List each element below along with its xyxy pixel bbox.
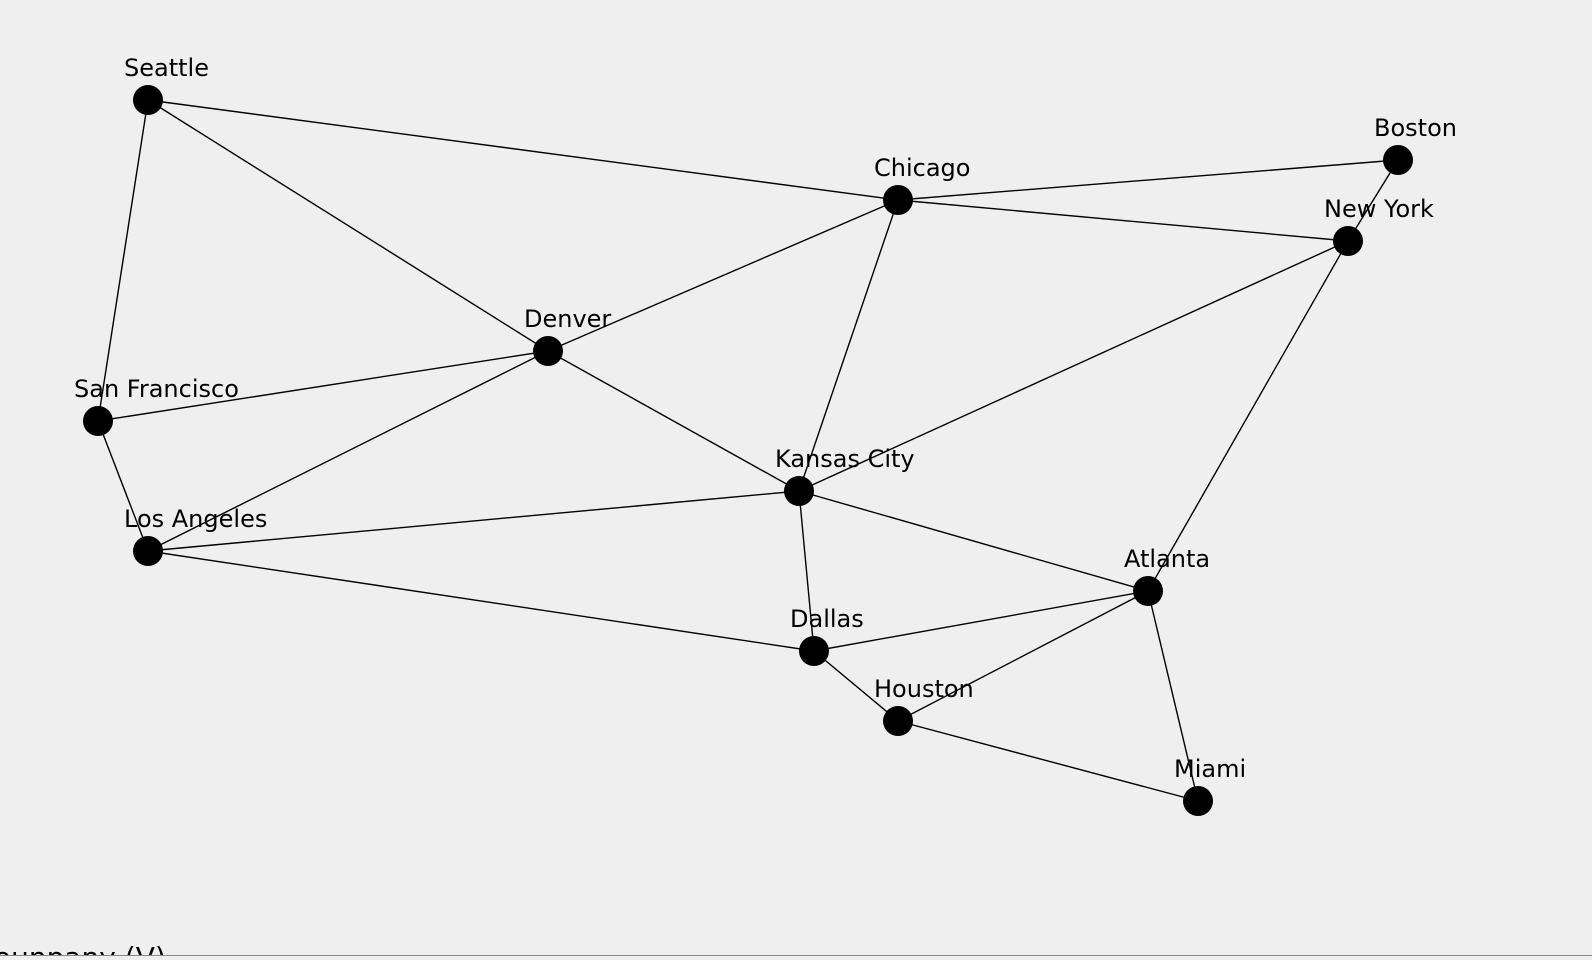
node-kansas-city[interactable] [784, 476, 814, 506]
node-miami[interactable] [1183, 786, 1213, 816]
node-dallas[interactable] [799, 636, 829, 666]
edge-houston-atlanta [897, 590, 1149, 722]
label-houston: Houston [874, 675, 974, 703]
edge-dallas-houston [813, 650, 899, 722]
edge-boston-new-york [1347, 159, 1399, 242]
node-san-francisco[interactable] [83, 406, 113, 436]
edge-dallas-atlanta [813, 590, 1149, 652]
edge-chicago-kansas-city [798, 199, 899, 492]
edge-san-francisco-los-angeles [97, 420, 149, 552]
label-kansas-city: Kansas City [775, 445, 915, 473]
label-new-york: New York [1324, 195, 1434, 223]
edge-chicago-new-york [897, 199, 1349, 242]
edge-atlanta-miami [1147, 590, 1199, 802]
node-boston[interactable] [1383, 145, 1413, 175]
edge-seattle-san-francisco [97, 99, 149, 422]
node-denver[interactable] [533, 336, 563, 366]
label-san-francisco: San Francisco [74, 375, 239, 403]
label-boston: Boston [1374, 114, 1457, 142]
edge-chicago-boston [897, 159, 1399, 201]
node-los-angeles[interactable] [133, 536, 163, 566]
node-seattle[interactable] [133, 85, 163, 115]
edge-san-francisco-denver [97, 350, 549, 422]
edge-new-york-atlanta [1147, 240, 1349, 592]
edge-los-angeles-denver [147, 350, 549, 552]
label-los-angeles: Los Angeles [124, 505, 267, 533]
label-seattle: Seattle [124, 54, 209, 82]
label-atlanta: Atlanta [1124, 545, 1210, 573]
edge-kansas-city-dallas [798, 490, 815, 652]
edge-denver-kansas-city [547, 350, 800, 492]
bottom-divider [0, 955, 1592, 956]
label-miami: Miami [1174, 755, 1246, 783]
edge-houston-miami [897, 720, 1199, 802]
node-atlanta[interactable] [1133, 576, 1163, 606]
node-houston[interactable] [883, 706, 913, 736]
edge-seattle-chicago [147, 99, 899, 201]
edge-kansas-city-atlanta [798, 490, 1149, 592]
bottom-partial-text: ounpany (V) [0, 941, 166, 955]
edge-los-angeles-dallas [147, 550, 815, 652]
node-chicago[interactable] [883, 185, 913, 215]
nodes-layer [83, 85, 1413, 816]
edge-los-angeles-kansas-city [147, 490, 800, 552]
label-dallas: Dallas [790, 605, 864, 633]
label-chicago: Chicago [874, 154, 970, 182]
label-denver: Denver [524, 305, 611, 333]
edge-denver-chicago [547, 199, 899, 352]
edge-new-york-kansas-city [798, 240, 1349, 492]
node-new-york[interactable] [1333, 226, 1363, 256]
edge-seattle-denver [147, 99, 549, 352]
edges-layer [97, 99, 1399, 802]
